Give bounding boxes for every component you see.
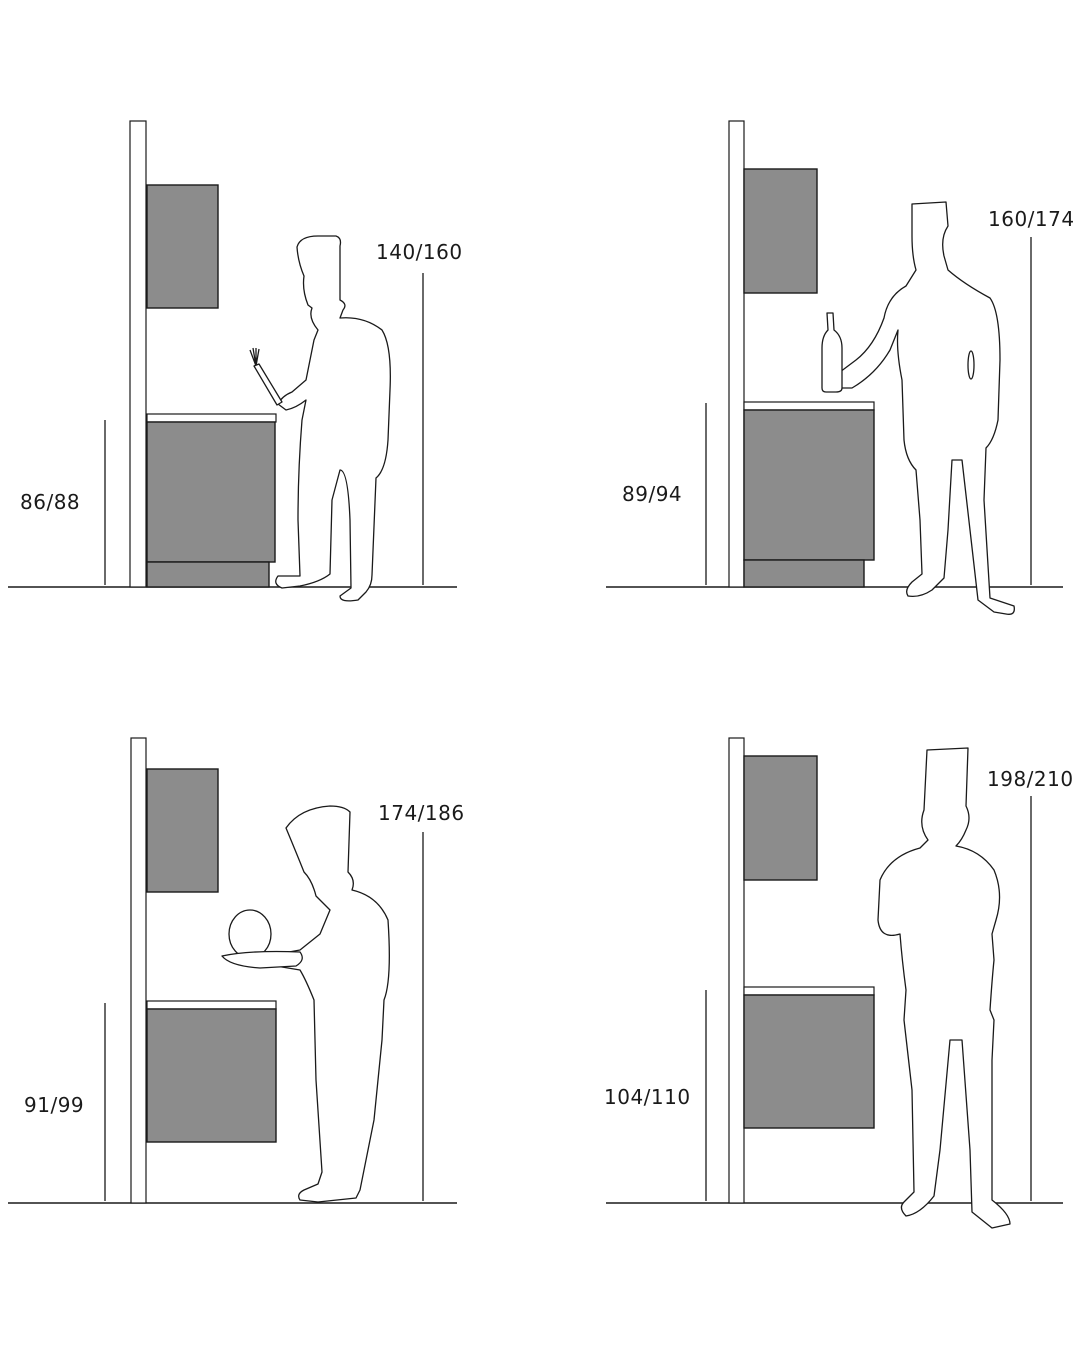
wall-post (129, 120, 147, 588)
wall-post (130, 737, 147, 1204)
chef-silhouette (221, 805, 390, 1203)
plinth (743, 559, 865, 588)
countertop (743, 986, 875, 996)
counter-height-label: 86/88 (20, 490, 80, 514)
chef-silhouette (877, 747, 1011, 1229)
wall-cabinet (743, 755, 818, 881)
panel-bottom-right: 104/110 198/210 (604, 737, 1074, 1229)
counter-height-label: 104/110 (604, 1085, 691, 1109)
base-cabinet (146, 421, 276, 563)
wall-post (728, 120, 745, 588)
wall-cabinet (146, 768, 219, 893)
plate-icon (228, 909, 272, 959)
reach-height-label: 140/160 (376, 240, 463, 264)
countertop (146, 413, 277, 423)
panel-top-right: 89/94 160/174 (606, 120, 1075, 615)
wall-cabinet (743, 168, 818, 294)
panel-bottom-left: 91/99 174/186 (8, 737, 465, 1204)
reach-height-label: 160/174 (988, 207, 1075, 231)
wall-cabinet (146, 184, 219, 309)
counter-height-label: 91/99 (24, 1093, 84, 1117)
plate-rim (221, 950, 303, 969)
base-cabinet (146, 1008, 277, 1143)
base-cabinet (743, 409, 875, 561)
wall-post (728, 737, 745, 1204)
plinth (146, 561, 270, 588)
counter-height-label: 89/94 (622, 482, 682, 506)
fork-handle (253, 363, 283, 406)
countertop (743, 401, 875, 411)
chef-silhouette (249, 235, 391, 602)
chef-silhouette (821, 201, 1015, 615)
hand-detail (967, 350, 975, 380)
reach-height-label: 174/186 (378, 801, 465, 825)
bottle-icon (821, 312, 843, 393)
panel-top-left: 86/88 140/160 (8, 120, 463, 602)
reach-height-label: 198/210 (987, 767, 1074, 791)
base-cabinet (743, 994, 875, 1129)
countertop (146, 1000, 277, 1010)
